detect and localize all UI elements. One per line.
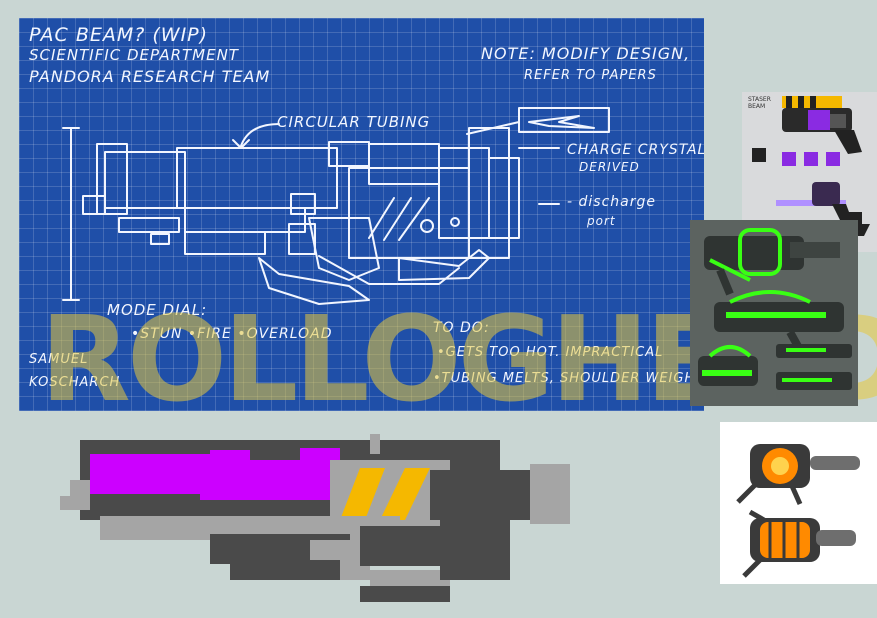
mode-dial-title: MODE DIAL:	[107, 301, 208, 319]
todo-title: TO DO:	[433, 320, 490, 336]
reference-sheet-green	[690, 220, 858, 406]
design-note-sub: REFER TO PAPERS	[524, 68, 657, 83]
team-label: PANDORA RESEARCH TEAM	[29, 67, 271, 86]
orange-core-trap-icon	[736, 444, 860, 578]
design-note: NOTE: MODIFY DESIGN,	[481, 44, 691, 63]
reference-sheet-orange	[720, 422, 877, 584]
todo-item-2: •TUBING MELTS, SHOULDER WEIGHT	[433, 371, 704, 386]
blueprint-drawing-icon	[62, 107, 610, 305]
todo-item-1: •GETS TOO HOT. IMPRACTICAL	[437, 345, 664, 360]
mode-dial-options: •STUN •FIRE •OVERLOAD	[131, 326, 333, 342]
crystal-label-sub: DERIVED	[579, 160, 640, 174]
author-first-name: SAMUEL	[29, 352, 89, 367]
pixel-blaster-icon	[60, 434, 570, 602]
department-label: SCIENTIFIC DEPARTMENT	[29, 46, 239, 64]
blueprint-title: PAC BEAM? (WIP)	[29, 24, 209, 46]
crystal-label: CHARGE CRYSTAL	[567, 142, 704, 158]
author-last-name: KOSCHARCH	[29, 375, 121, 390]
tubing-label: CIRCULAR TUBING	[277, 113, 431, 131]
staser-label: STASER	[748, 96, 771, 103]
port-label-sub: port	[587, 214, 616, 228]
blueprint-panel: PAC BEAM? (WIP) SCIENTIFIC DEPARTMENT PA…	[19, 18, 704, 411]
green-blaster-concept-icon	[690, 220, 858, 406]
port-label: - discharge	[567, 194, 656, 210]
staser-label-sub: BEAM	[748, 103, 766, 110]
